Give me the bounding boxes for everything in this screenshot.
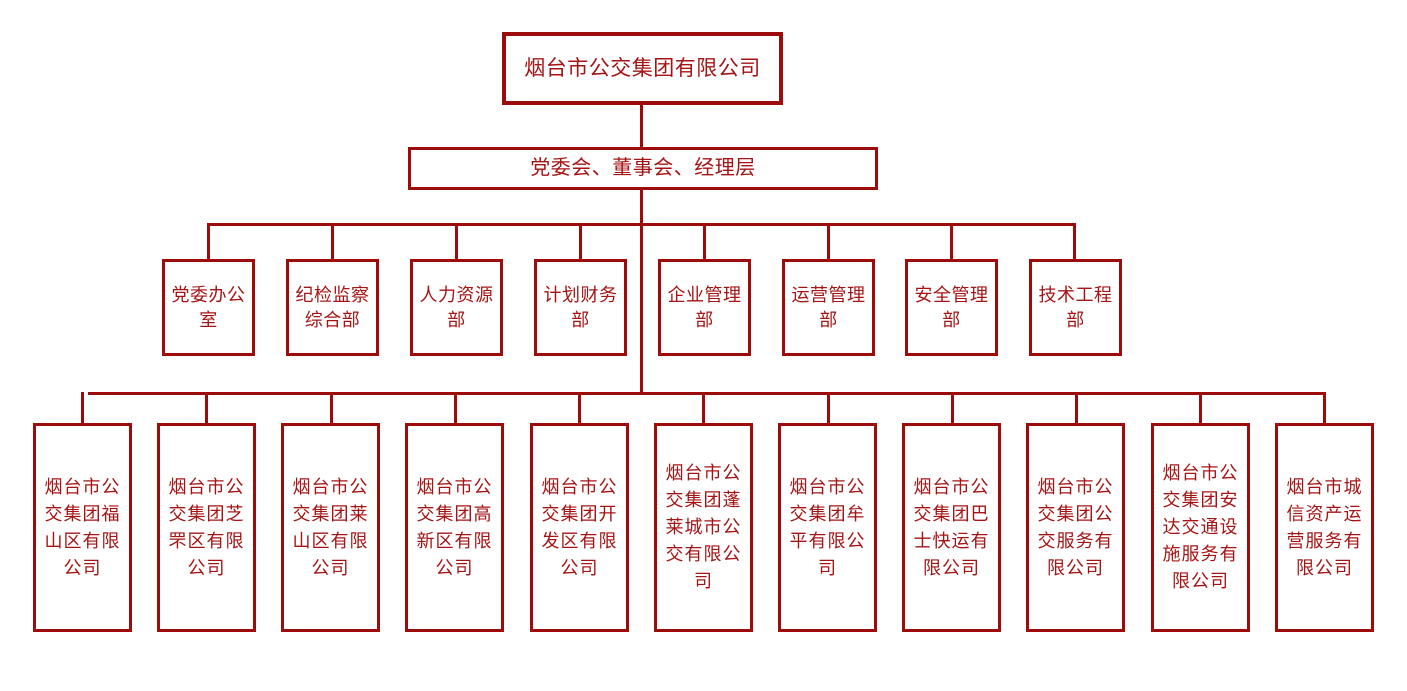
connector-drop-dept-2 (331, 223, 334, 260)
connector-drop-sub-11 (1323, 392, 1326, 424)
node-subsidiary-4[interactable]: 烟台市公交集团高新区有限公司 (405, 423, 504, 632)
node-department-1-label: 党委办公室 (171, 285, 246, 330)
node-subsidiary-4-label: 烟台市公交集团高新区有限公司 (416, 476, 493, 578)
connector-drop-sub-1 (81, 392, 84, 424)
node-subsidiary-7-label: 烟台市公交集团牟平有限公司 (789, 476, 866, 578)
node-governance-label: 党委会、董事会、经理层 (530, 157, 756, 180)
node-department-2-label: 纪检监察综合部 (295, 285, 370, 330)
node-subsidiary-10[interactable]: 烟台市公交集团安达交通设施服务有限公司 (1151, 423, 1250, 632)
connector-drop-sub-3 (330, 392, 333, 424)
connector-drop-sub-8 (951, 392, 954, 424)
node-department-6-label: 运营管理部 (791, 285, 866, 330)
connector-drop-sub-4 (454, 392, 457, 424)
node-subsidiary-10-label: 烟台市公交集团安达交通设施服务有限公司 (1162, 463, 1239, 591)
connector-drop-sub-10 (1199, 392, 1202, 424)
node-department-8[interactable]: 技术工程部 (1029, 259, 1122, 356)
connector-root-to-governance (640, 105, 643, 148)
node-subsidiary-5[interactable]: 烟台市公交集团开发区有限公司 (530, 423, 629, 632)
node-subsidiary-2[interactable]: 烟台市公交集团芝罘区有限公司 (157, 423, 256, 632)
node-root-company[interactable]: 烟台市公交集团有限公司 (502, 32, 783, 105)
connector-drop-sub-9 (1075, 392, 1078, 424)
node-department-7[interactable]: 安全管理部 (905, 259, 998, 356)
connector-drop-sub-2 (205, 392, 208, 424)
node-subsidiary-2-label: 烟台市公交集团芝罘区有限公司 (168, 476, 245, 578)
connector-drop-sub-6 (702, 392, 705, 424)
node-subsidiary-1[interactable]: 烟台市公交集团福山区有限公司 (33, 423, 132, 632)
node-department-3-label: 人力资源部 (419, 285, 494, 330)
connector-drop-dept-8 (1073, 223, 1076, 260)
node-subsidiary-5-label: 烟台市公交集团开发区有限公司 (541, 476, 618, 578)
node-subsidiary-9-label: 烟台市公交集团公交服务有限公司 (1037, 476, 1114, 578)
node-department-8-label: 技术工程部 (1038, 285, 1113, 330)
node-department-2[interactable]: 纪检监察综合部 (286, 259, 379, 356)
connector-trunk-main (640, 190, 643, 395)
node-subsidiary-3-label: 烟台市公交集团莱山区有限公司 (292, 476, 369, 578)
connector-department-bus (207, 223, 1073, 226)
node-root-company-label: 烟台市公交集团有限公司 (524, 55, 761, 80)
node-subsidiary-11[interactable]: 烟台市城信资产运营服务有限公司 (1275, 423, 1374, 632)
connector-drop-sub-5 (578, 392, 581, 424)
node-subsidiary-11-label: 烟台市城信资产运营服务有限公司 (1286, 476, 1363, 578)
node-governance[interactable]: 党委会、董事会、经理层 (408, 147, 878, 190)
connector-drop-sub-7 (827, 392, 830, 424)
node-subsidiary-8-label: 烟台市公交集团巴士快运有限公司 (913, 476, 990, 578)
connector-drop-dept-7 (950, 223, 953, 260)
node-department-6[interactable]: 运营管理部 (782, 259, 875, 356)
connector-subsidiary-bus (88, 392, 1326, 395)
node-department-3[interactable]: 人力资源部 (410, 259, 503, 356)
connector-drop-dept-5 (703, 223, 706, 260)
node-subsidiary-1-label: 烟台市公交集团福山区有限公司 (44, 476, 121, 578)
connector-drop-dept-6 (827, 223, 830, 260)
node-subsidiary-9[interactable]: 烟台市公交集团公交服务有限公司 (1026, 423, 1125, 632)
node-department-5-label: 企业管理部 (667, 285, 742, 330)
node-subsidiary-6-label: 烟台市公交集团蓬莱城市公交有限公司 (665, 463, 742, 591)
node-department-4-label: 计划财务部 (543, 285, 618, 330)
node-subsidiary-6[interactable]: 烟台市公交集团蓬莱城市公交有限公司 (654, 423, 753, 632)
node-department-7-label: 安全管理部 (914, 285, 989, 330)
node-subsidiary-8[interactable]: 烟台市公交集团巴士快运有限公司 (902, 423, 1001, 632)
connector-drop-dept-3 (455, 223, 458, 260)
node-subsidiary-3[interactable]: 烟台市公交集团莱山区有限公司 (281, 423, 380, 632)
node-department-5[interactable]: 企业管理部 (658, 259, 751, 356)
node-subsidiary-7[interactable]: 烟台市公交集团牟平有限公司 (778, 423, 877, 632)
connector-drop-dept-4 (579, 223, 582, 260)
node-department-1[interactable]: 党委办公室 (162, 259, 255, 356)
node-department-4[interactable]: 计划财务部 (534, 259, 627, 356)
connector-drop-dept-1 (207, 223, 210, 260)
